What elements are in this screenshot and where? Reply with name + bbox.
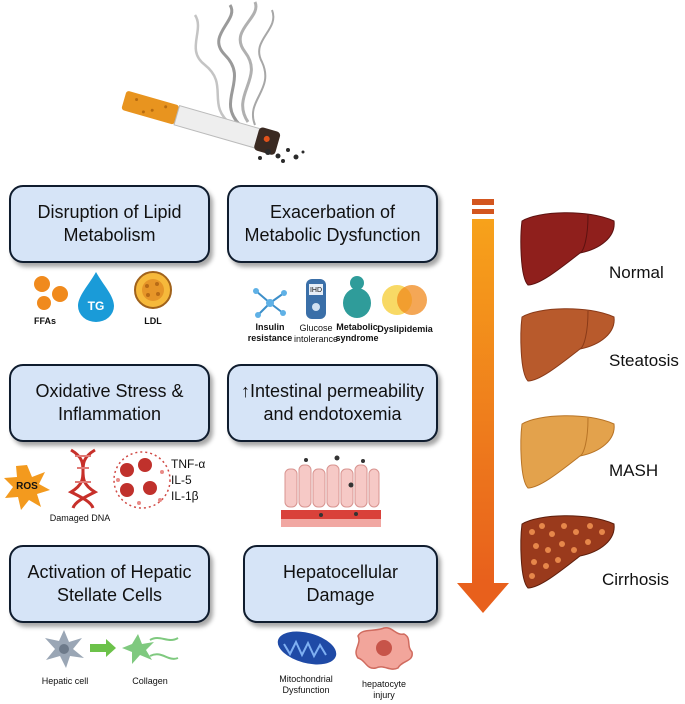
- metabolic-syndrome-label: Metabolic syndrome: [335, 322, 379, 343]
- cytokine-il5: IL-5: [171, 473, 192, 487]
- stage-normal-label: Normal: [609, 263, 664, 282]
- tg-drop-icon: [78, 272, 114, 322]
- stage-mash-label: MASH: [609, 461, 659, 480]
- mitochondria-icon: [277, 631, 337, 665]
- stage-steatosis-label: Steatosis: [609, 351, 679, 370]
- glucose-meter-icon: [306, 279, 326, 319]
- ldl-particle-icon: [134, 271, 172, 309]
- cytokine-il1b: IL-1β: [171, 489, 199, 503]
- mitochondrial-dysfunction-label: Mitochondrial Dysfunction: [279, 674, 333, 695]
- liver-normal-icon: [520, 212, 615, 286]
- activation-arrow-icon: [90, 639, 116, 657]
- intestinal-epithelium-icon: [281, 455, 381, 527]
- ffas-label: FFAs: [33, 316, 56, 326]
- glucose-intolerance-label: Glucose intolerance: [293, 323, 339, 344]
- intestinal-permeability-box: ↑Intestinal permeability and endotoxemia: [227, 364, 438, 442]
- liver-cirrhosis-icon: [520, 515, 615, 589]
- metabolic-dysfunction-box: Exacerbation of Metabolic Dysfunction: [227, 185, 438, 263]
- glucose-meter-screen: IHD: [309, 287, 323, 294]
- ros-icon: [4, 465, 50, 510]
- liver-mash-icon: [520, 415, 615, 489]
- progression-arrow: [457, 199, 509, 613]
- cytokine-tnf: TNF-α: [171, 457, 206, 471]
- smoke-icon: [193, 1, 275, 127]
- collagen-label: Collagen: [132, 676, 168, 686]
- hepatic-cell-label: Hepatic cell: [41, 676, 89, 686]
- dyslipidemia-venn-icon: [382, 285, 427, 315]
- stellate-cells-box: Activation of Hepatic Stellate Cells: [9, 545, 210, 623]
- insulin-resistance-icon: [253, 288, 287, 318]
- hepatocellular-damage-box: Hepatocellular Damage: [243, 545, 438, 623]
- lipid-metabolism-box: Disruption of Lipid Metabolism: [9, 185, 210, 263]
- dna-icon: [67, 448, 99, 509]
- insulin-resistance-label: Insulin resistance: [247, 322, 293, 343]
- hepatocyte-injury-icon: [355, 627, 413, 670]
- metabolic-syndrome-icon: [343, 276, 371, 318]
- damaged-dna-label: Damaged DNA: [49, 513, 111, 523]
- ffas-icon: [34, 276, 68, 310]
- dyslipidemia-label: Dyslipidemia: [377, 324, 433, 334]
- tg-label: TG: [87, 299, 105, 313]
- stage-cirrhosis-label: Cirrhosis: [602, 570, 670, 589]
- collagen-fibers-icon: [122, 634, 179, 664]
- ldl-label: LDL: [144, 316, 162, 326]
- cytokines-icon: [113, 451, 171, 509]
- oxidative-stress-box: Oxidative Stress & Inflammation: [9, 364, 210, 442]
- ros-label: ROS: [16, 481, 38, 492]
- liver-steatosis-icon: [520, 308, 615, 382]
- hepatocyte-injury-label: hepatocyte injury: [361, 679, 407, 700]
- hepatic-cell-icon: [45, 630, 84, 668]
